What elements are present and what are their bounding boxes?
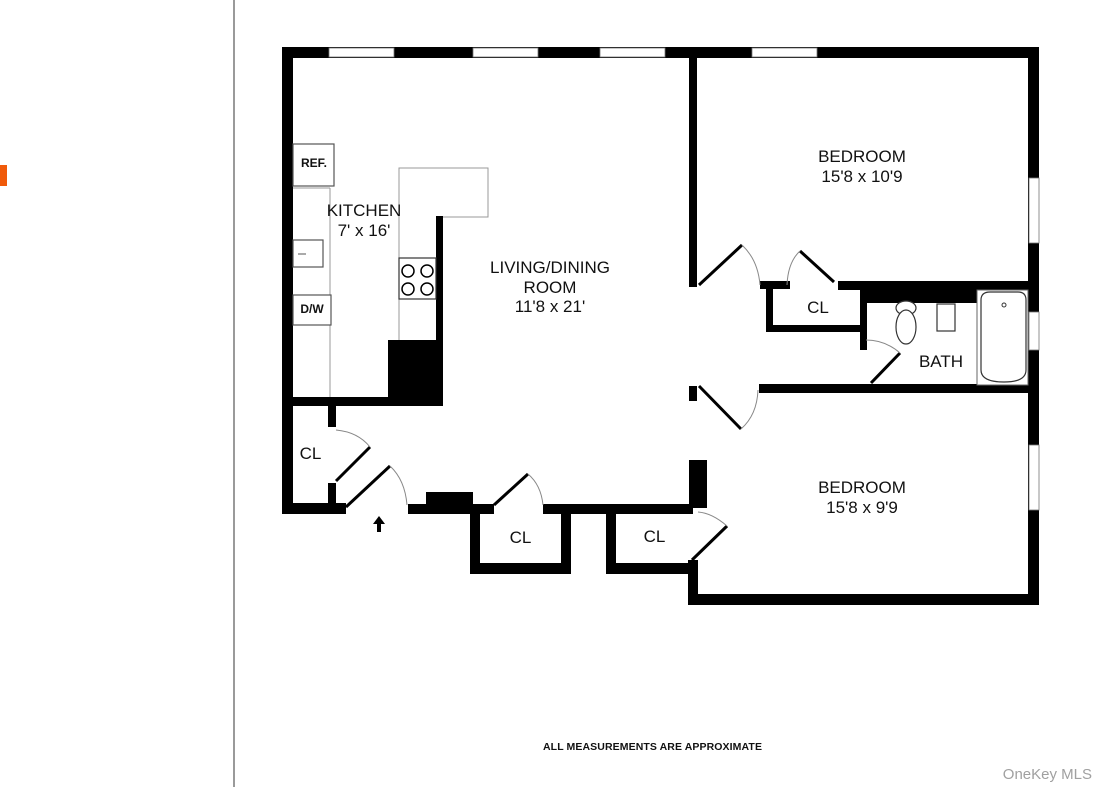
room-size: 11'8 x 21' <box>514 297 586 317</box>
mls-watermark: OneKey MLS <box>1002 766 1092 783</box>
room-name: ROOM <box>523 277 577 297</box>
panel-divider <box>233 0 235 787</box>
room-bedroom-2: BEDROOM 15'8 x 9'9 <box>798 478 926 517</box>
room-closet: CL <box>643 527 666 546</box>
room-size: 15'8 x 9'9 <box>826 497 898 517</box>
room-kitchen: KITCHEN 7' x 16' <box>308 201 420 240</box>
room-bedroom-1: BEDROOM 15'8 x 10'9 <box>798 147 926 186</box>
room-name: BEDROOM <box>818 478 906 497</box>
measurements-note: ALL MEASUREMENTS ARE APPROXIMATE <box>543 741 763 753</box>
room-name: BEDROOM <box>818 147 906 166</box>
room-living-dining: LIVING/DINING ROOM 11'8 x 21' <box>480 258 620 317</box>
left-panel <box>0 0 234 787</box>
room-bath: BATH <box>918 352 964 371</box>
room-closet: CL <box>299 444 322 463</box>
floor-plan-image: REF. D/W KITCHEN 7' x 16' LIVING/DINING … <box>236 0 1100 787</box>
room-name: LIVING/DINING <box>490 258 610 277</box>
fixture-label-ref: REF. <box>300 156 327 170</box>
active-marker <box>0 165 7 186</box>
fixture-label-dw: D/W <box>300 302 324 316</box>
room-size: 7' x 16' <box>337 220 391 240</box>
room-closet: CL <box>509 528 532 547</box>
floor-plan-drawing <box>282 47 1040 605</box>
room-closet: CL <box>807 298 829 317</box>
room-size: 15'8 x 10'9 <box>821 166 903 186</box>
room-name: KITCHEN <box>326 201 402 220</box>
